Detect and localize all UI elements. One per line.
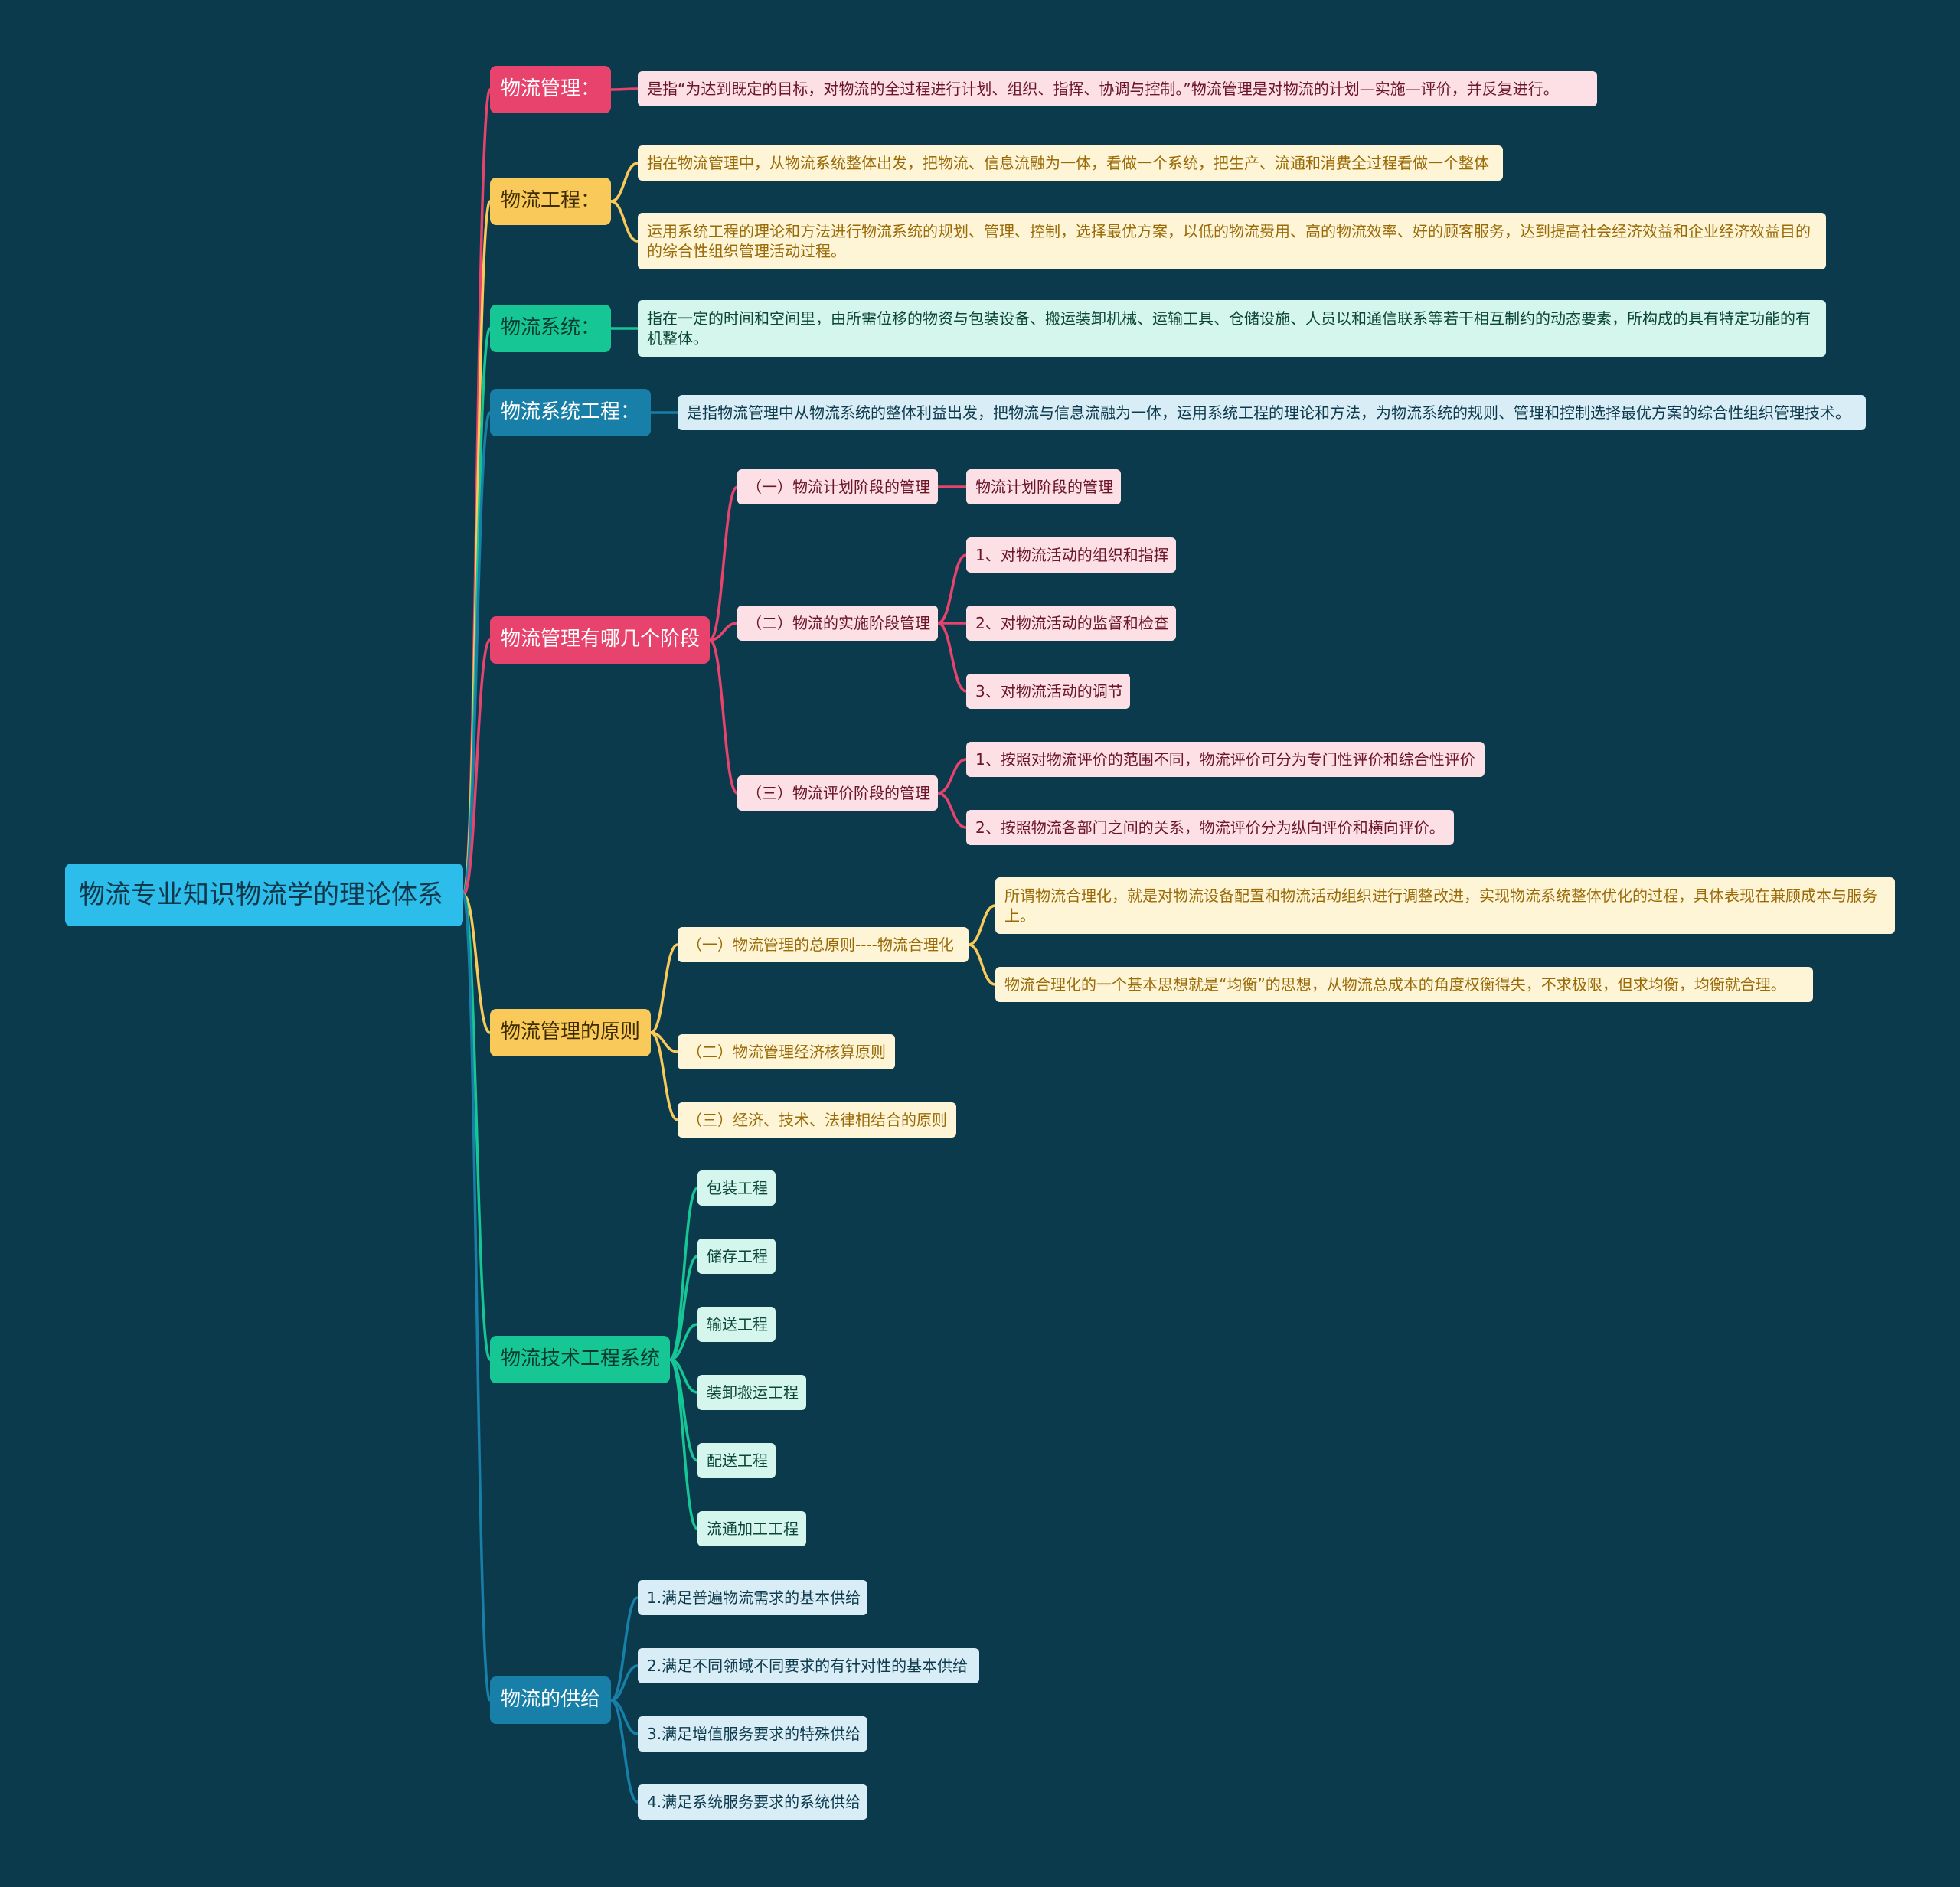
leaf-node[interactable]: 2、按照物流各部门之间的关系，物流评价分为纵向评价和横向评价。 (966, 810, 1454, 845)
leaf-node[interactable]: 物流计划阶段的管理 (966, 469, 1121, 504)
leaf-node[interactable]: 输送工程 (697, 1307, 776, 1342)
sub-node[interactable]: （一）物流计划阶段的管理 (737, 469, 938, 504)
child-connector (708, 622, 739, 642)
child-connector (967, 904, 997, 946)
leaf-node[interactable]: 3.满足增值服务要求的特殊供给 (638, 1716, 867, 1752)
child-connector (967, 943, 997, 986)
root-connector (462, 638, 492, 896)
leaf-node[interactable]: 配送工程 (697, 1443, 776, 1478)
root-node[interactable]: 物流专业知识物流学的理论体系 (65, 864, 463, 926)
sub-node[interactable]: （一）物流管理的总原则----物流合理化 (678, 927, 969, 962)
child-connector (936, 758, 968, 795)
child-connector (609, 1596, 639, 1702)
branch-logistics-engineering[interactable]: 物流工程： (490, 178, 611, 225)
child-connector (609, 1664, 639, 1702)
child-connector (936, 553, 968, 625)
leaf-node[interactable]: 流通加工工程 (697, 1511, 806, 1546)
leaf-node[interactable]: 是指“为达到既定的目标，对物流的全过程进行计划、组织、指挥、协调与控制。”物流管… (638, 71, 1597, 106)
child-connector (609, 1699, 639, 1804)
child-connector (609, 200, 639, 243)
branch-logistics-management[interactable]: 物流管理： (490, 66, 611, 113)
child-connector (609, 162, 639, 203)
child-connector (609, 87, 639, 91)
child-connector (668, 1187, 699, 1361)
sub-node[interactable]: （三）经济、技术、法律相结合的原则 (678, 1102, 956, 1138)
branch-logistics-system[interactable]: 物流系统： (490, 305, 611, 352)
child-connector (668, 1323, 699, 1361)
child-connector (668, 1255, 699, 1361)
branch-management-principles[interactable]: 物流管理的原则 (490, 1009, 651, 1056)
root-connector (462, 893, 492, 1034)
leaf-node[interactable]: 指在一定的时间和空间里，由所需位移的物资与包装设备、搬运装卸机械、运输工具、仓储… (638, 300, 1826, 357)
leaf-node[interactable]: 2.满足不同领域不同要求的有针对性的基本供给 (638, 1648, 979, 1683)
root-connector (462, 893, 492, 1702)
sub-node[interactable]: （二）物流管理经济核算原则 (678, 1034, 895, 1069)
leaf-node[interactable]: 1、按照对物流评价的范围不同，物流评价可分为专门性评价和综合性评价 (966, 742, 1485, 777)
child-connector (708, 485, 739, 642)
branch-management-stages[interactable]: 物流管理有哪几个阶段 (490, 616, 710, 664)
child-connector (936, 622, 968, 693)
leaf-node[interactable]: 2、对物流活动的监督和检查 (966, 606, 1176, 641)
sub-node[interactable]: （三）物流评价阶段的管理 (737, 775, 938, 811)
leaf-node[interactable]: 是指物流管理中从物流系统的整体利益出发，把物流与信息流融为一体，运用系统工程的理… (678, 395, 1866, 430)
leaf-node[interactable]: 物流合理化的一个基本思想就是“均衡”的思想，从物流总成本的角度权衡得失，不求极限… (995, 967, 1813, 1002)
leaf-node[interactable]: 运用系统工程的理论和方法进行物流系统的规划、管理、控制，选择最优方案，以低的物流… (638, 213, 1826, 269)
leaf-node[interactable]: 1、对物流活动的组织和指挥 (966, 537, 1176, 573)
leaf-node[interactable]: 4.满足系统服务要求的系统供给 (638, 1784, 867, 1820)
child-connector (708, 638, 739, 795)
branch-technical-engineering[interactable]: 物流技术工程系统 (490, 1336, 670, 1383)
leaf-node[interactable]: 1.满足普遍物流需求的基本供给 (638, 1580, 867, 1615)
child-connector (668, 1358, 699, 1530)
child-connector (936, 792, 968, 829)
child-connector (649, 1031, 679, 1121)
branch-logistics-supply[interactable]: 物流的供给 (490, 1676, 611, 1724)
leaf-node[interactable]: 装卸搬运工程 (697, 1375, 806, 1410)
leaf-node[interactable]: 包装工程 (697, 1170, 776, 1206)
sub-node[interactable]: （二）物流的实施阶段管理 (737, 606, 938, 641)
child-connector (649, 943, 679, 1034)
root-connector (462, 411, 492, 896)
leaf-node[interactable]: 储存工程 (697, 1239, 776, 1274)
leaf-node[interactable]: 所谓物流合理化，就是对物流设备配置和物流活动组织进行调整改进，实现物流系统整体优… (995, 877, 1895, 934)
leaf-node[interactable]: 指在物流管理中，从物流系统整体出发，把物流、信息流融为一体，看做一个系统，把生产… (638, 145, 1503, 181)
leaf-node[interactable]: 3、对物流活动的调节 (966, 674, 1130, 709)
branch-logistics-system-engineering[interactable]: 物流系统工程： (490, 389, 651, 436)
